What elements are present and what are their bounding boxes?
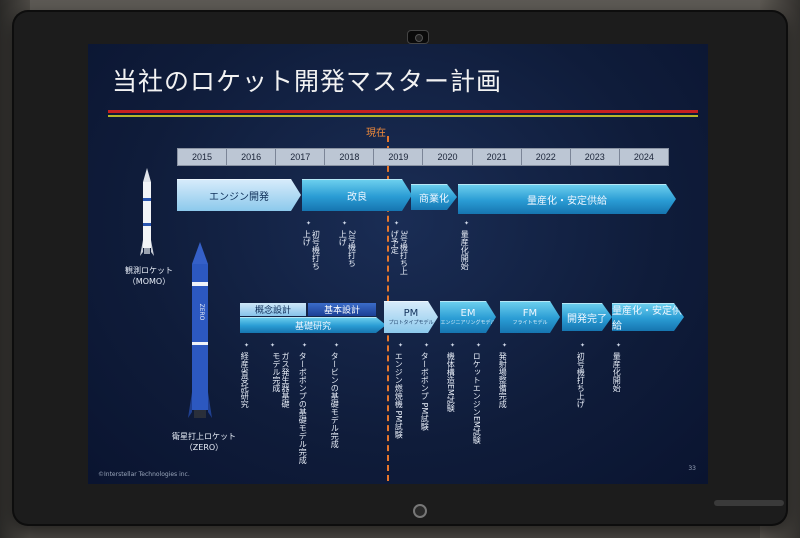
momo-milestone-4: 量産化開始 — [460, 230, 470, 270]
momo-caption-line1: 観測ロケット — [125, 266, 173, 275]
title-rule-red — [108, 110, 698, 113]
milestone-tick-icon: ✦ — [502, 342, 508, 349]
zero-milestone-7: 機体構造EM試験 — [446, 352, 456, 412]
milestone-tick-icon: ✦ — [450, 342, 456, 349]
zero-rocket-icon: ZERO — [188, 242, 212, 418]
year-cell: 2015 — [178, 149, 228, 165]
year-timeline: 2015 2016 2017 2018 2019 2020 2021 2022 … — [177, 148, 669, 166]
milestone-tick-icon: ✦ — [334, 342, 340, 349]
slide-title: 当社のロケット開発マスター計画 — [112, 67, 503, 96]
fm-sublabel: フライトモデル — [512, 320, 548, 326]
zero-milestone-10: 初号機打ち上げ — [576, 352, 586, 408]
momo-caption-line2: （MOMO） — [127, 276, 171, 286]
presentation-slide: 当社のロケット開発マスター計画 現在 2015 2016 2017 2018 2… — [88, 44, 708, 484]
year-cell: 2021 — [472, 149, 522, 165]
year-cell: 2020 — [423, 149, 473, 165]
momo-phase-improvement: 改良 — [302, 179, 412, 211]
year-cell: 2022 — [521, 149, 571, 165]
zero-phase-concept: 概念設計 — [240, 303, 306, 316]
momo-phase-commercial: 商業化 — [411, 184, 457, 210]
year-cell: 2017 — [276, 149, 326, 165]
em-label: EM — [460, 308, 476, 319]
zero-milestone-8: ロケットエンジンEM試験 — [472, 352, 482, 444]
webcam-icon — [407, 30, 429, 44]
momo-milestone-3: 3号機打ち上げ予定 — [390, 230, 409, 276]
milestone-tick-icon: ✦ — [398, 342, 404, 349]
momo-milestone-1: 初号機打ち上げ — [302, 230, 321, 270]
zero-milestone-4: タービンの基礎モデル完成 — [330, 352, 340, 448]
zero-milestone-1: 経産省受託研究 — [240, 352, 250, 408]
milestone-tick-icon: ✦ — [580, 342, 586, 349]
momo-phase-mass-production: 量産化・安定供給 — [458, 184, 676, 214]
milestone-tick-icon: ✦ — [342, 220, 348, 227]
milestone-tick-icon: ✦ — [302, 342, 308, 349]
zero-milestone-11: 量産化開始 — [612, 352, 622, 392]
zero-phase-basic-design: 基本設計 — [308, 303, 376, 316]
year-cell: 2019 — [374, 149, 424, 165]
em-sublabel: エンジニアリングモデル — [440, 320, 496, 326]
milestone-tick-icon: ✦ — [244, 342, 250, 349]
svg-text:ZERO: ZERO — [198, 304, 205, 321]
zero-milestone-2: ガス発生器基礎モデル完成 — [271, 352, 290, 408]
zero-caption-line2: （ZERO） — [184, 442, 224, 452]
milestone-tick-icon: ✦ — [476, 342, 482, 349]
zero-phase-dev-complete: 開発完了 — [562, 303, 612, 331]
pm-sublabel: プロトタイプモデル — [388, 320, 434, 326]
milestone-tick-icon: ✦ — [394, 220, 400, 227]
year-cell: 2023 — [570, 149, 620, 165]
zero-caption: 衛星打上ロケット （ZERO） — [160, 432, 248, 454]
momo-rocket-icon — [140, 168, 154, 256]
year-cell: 2016 — [227, 149, 277, 165]
momo-caption: 観測ロケット （MOMO） — [116, 266, 182, 288]
zero-caption-line1: 衛星打上ロケット — [172, 432, 236, 441]
zero-milestone-6: ターボポンプ PM試験 — [420, 352, 430, 431]
power-button[interactable] — [413, 504, 427, 518]
momo-milestone-2: 2号機打ち上げ — [338, 230, 357, 268]
title-rule-yellow — [108, 115, 698, 117]
year-cell: 2024 — [619, 149, 668, 165]
zero-phase-mass-production: 量産化・安定供給 — [612, 303, 684, 331]
zero-phase-em: EM エンジニアリングモデル — [440, 301, 496, 333]
pm-label: PM — [403, 308, 419, 319]
milestone-tick-icon: ✦ — [306, 220, 312, 227]
year-cell: 2018 — [325, 149, 375, 165]
milestone-tick-icon: ✦ — [616, 342, 622, 349]
zero-phase-pm: PM プロトタイプモデル — [384, 301, 438, 333]
milestone-tick-icon: ✦ — [270, 342, 276, 349]
speaker-grille — [714, 500, 784, 506]
slide-footer: ©Interstellar Technologies inc. — [98, 471, 190, 478]
now-label: 現在 — [366, 128, 386, 139]
zero-phase-fm: FM フライトモデル — [500, 301, 560, 333]
zero-milestone-9: 発射場整備完成 — [498, 352, 508, 408]
fm-label: FM — [522, 308, 538, 319]
zero-milestone-5: エンジン燃焼機 PM試験 — [394, 352, 404, 439]
zero-phase-basic-research: 基礎研究 — [240, 317, 386, 333]
momo-phase-engine-dev: エンジン開発 — [177, 179, 301, 211]
milestone-tick-icon: ✦ — [424, 342, 430, 349]
milestone-tick-icon: ✦ — [464, 220, 470, 227]
zero-milestone-3: ターボポンプの基礎モデル完成 — [298, 352, 308, 464]
slide-page-number: 33 — [688, 465, 696, 472]
